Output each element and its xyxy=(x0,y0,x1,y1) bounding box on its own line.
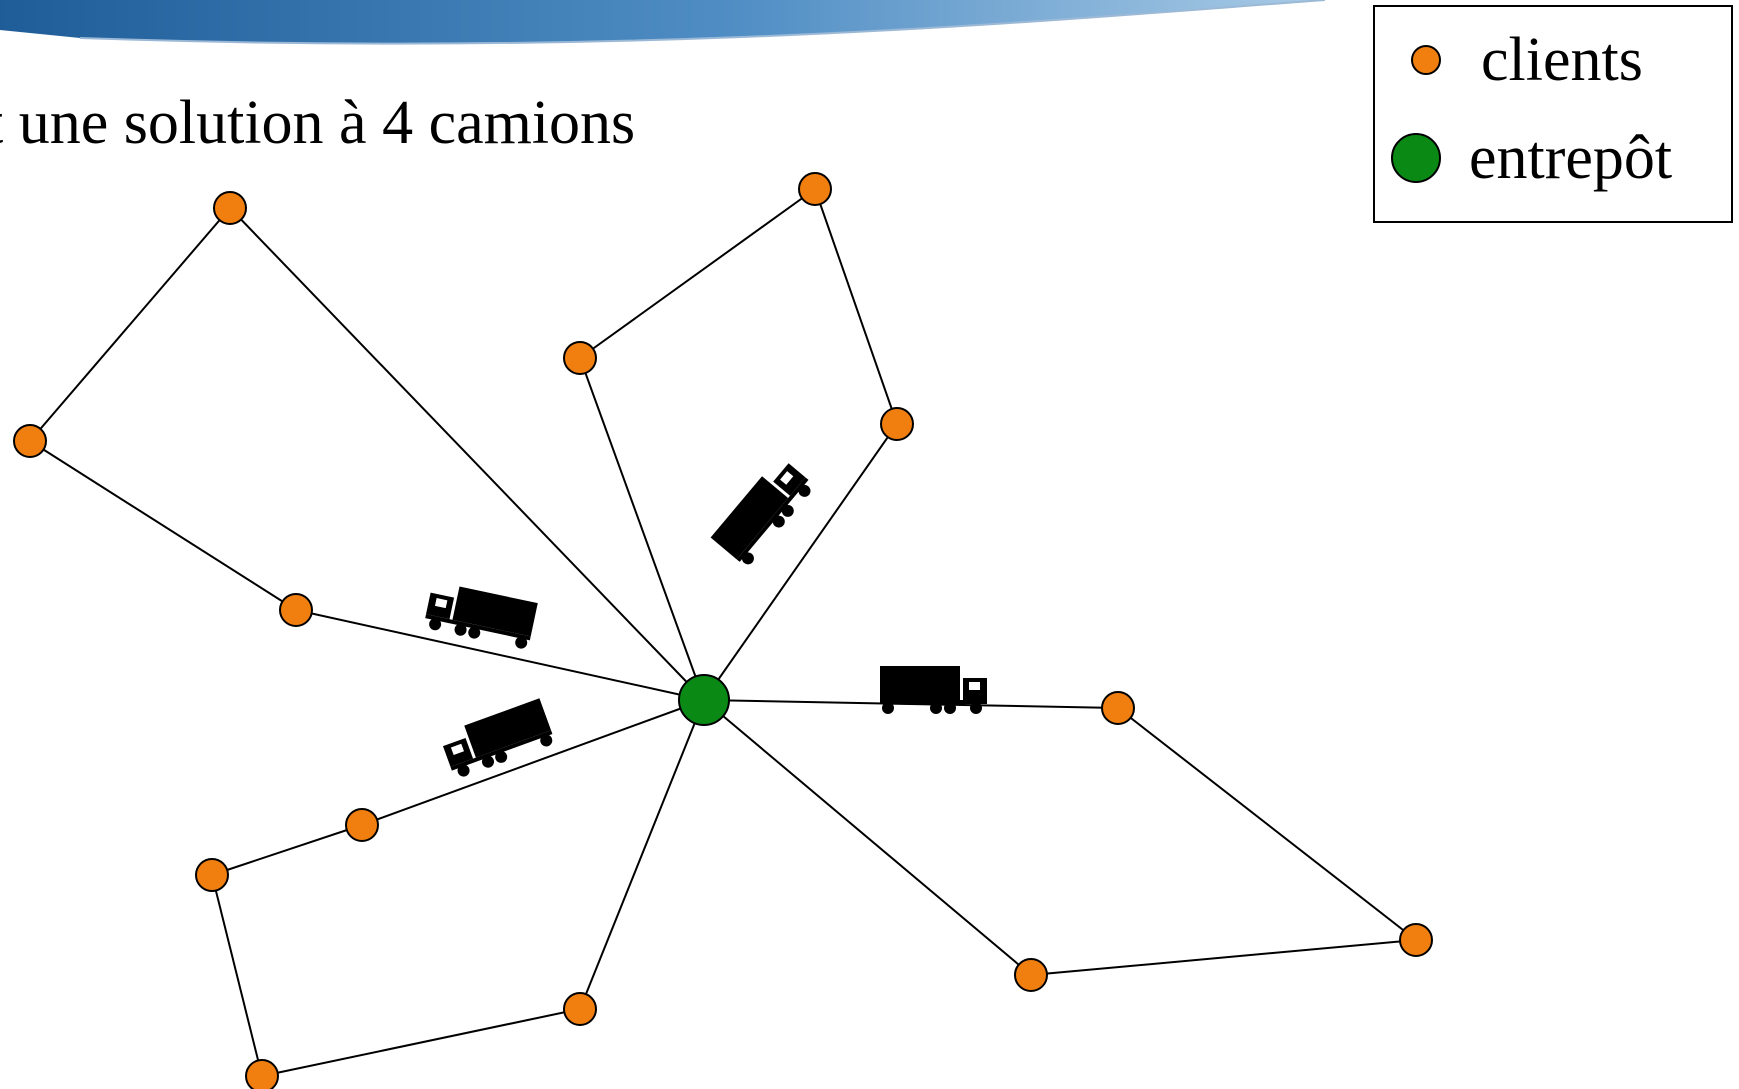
client-node xyxy=(213,191,247,225)
client-node xyxy=(345,808,379,842)
depot-marker-icon xyxy=(1391,133,1441,183)
route-edge xyxy=(1117,707,1417,941)
truck-icon xyxy=(710,455,817,569)
client-node xyxy=(880,407,914,441)
legend-item-clients: clients xyxy=(1375,29,1643,91)
route-edge xyxy=(361,699,705,826)
truck-icon xyxy=(880,666,987,714)
client-node xyxy=(195,858,229,892)
client-node xyxy=(563,992,597,1026)
truck-icon xyxy=(423,580,538,651)
client-node xyxy=(798,172,832,206)
route-edge xyxy=(229,207,705,701)
route-edge xyxy=(261,1008,581,1077)
route-edge xyxy=(1030,939,1417,976)
depot-node xyxy=(678,674,730,726)
client-node xyxy=(563,341,597,375)
truck-icon xyxy=(438,698,556,780)
legend-label-depot: entrepôt xyxy=(1469,124,1673,192)
legend: clients entrepôt xyxy=(1373,5,1733,223)
route-edge xyxy=(579,188,816,359)
client-node xyxy=(279,593,313,627)
legend-item-depot: entrepôt xyxy=(1375,127,1672,189)
legend-label-clients: clients xyxy=(1481,26,1643,94)
client-node xyxy=(1014,958,1048,992)
header-band xyxy=(0,0,1326,45)
route-edges xyxy=(29,188,1417,1077)
client-node xyxy=(13,424,47,458)
truck-icons xyxy=(423,455,987,780)
route-edge xyxy=(29,440,297,611)
route-edge xyxy=(211,874,263,1077)
route-edge xyxy=(579,357,705,701)
route-edge xyxy=(703,699,1032,976)
slide-title: t une solution à 4 camions xyxy=(0,89,636,157)
client-node xyxy=(245,1059,279,1089)
route-nodes xyxy=(13,172,1433,1089)
client-node xyxy=(1399,923,1433,957)
route-edge xyxy=(29,207,231,442)
route-edge xyxy=(579,699,705,1010)
route-edge xyxy=(211,824,363,876)
route-edge xyxy=(814,188,898,425)
client-marker-icon xyxy=(1411,45,1441,75)
route-edge xyxy=(295,609,705,701)
client-node xyxy=(1101,691,1135,725)
route-edge xyxy=(703,423,898,701)
